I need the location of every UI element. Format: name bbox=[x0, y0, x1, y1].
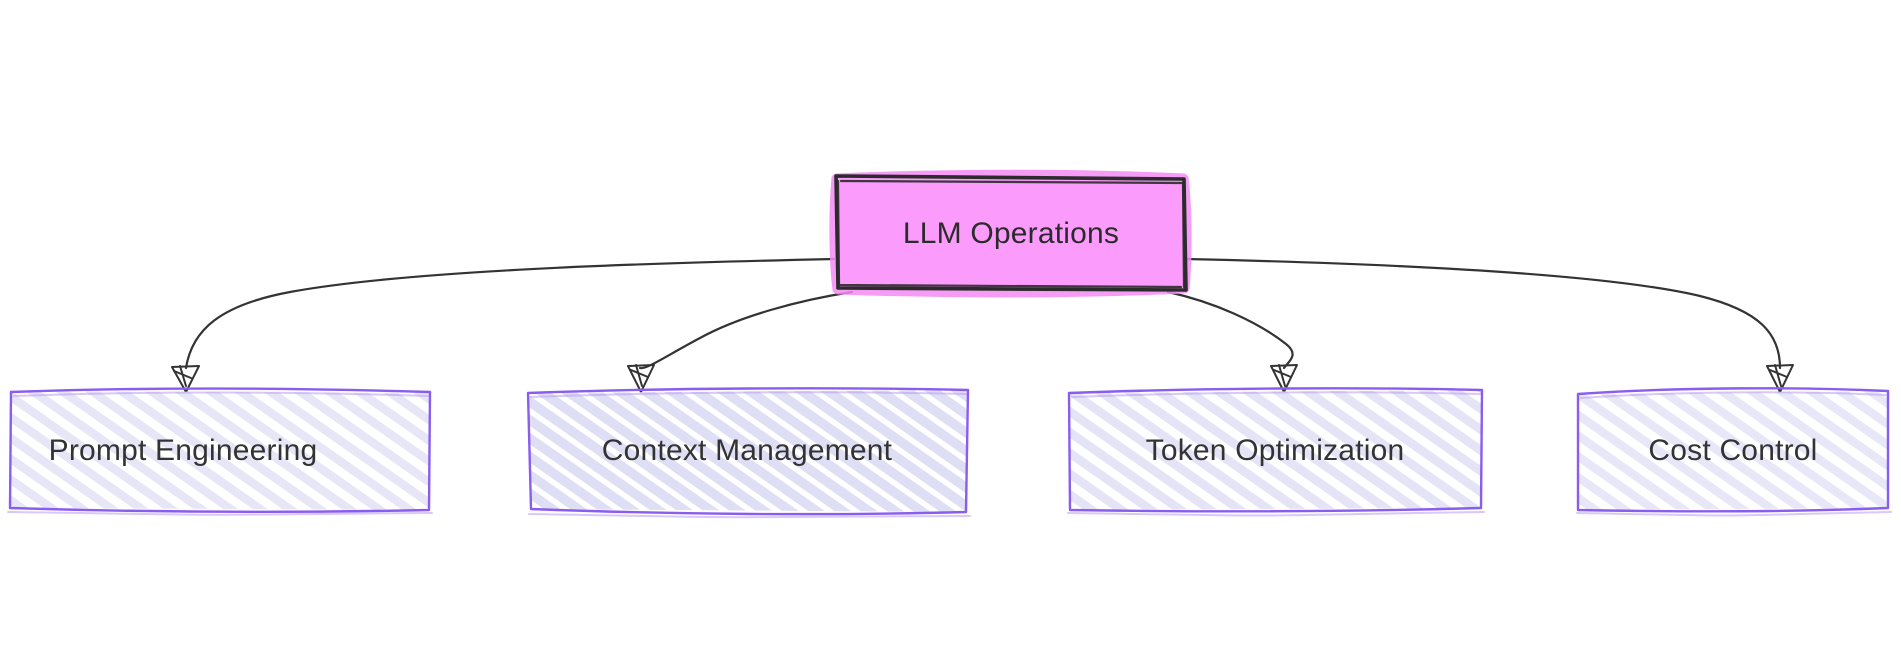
arrowhead-cost-control bbox=[1766, 364, 1794, 393]
node-prompt-engineering-label: Prompt Engineering bbox=[49, 434, 318, 467]
node-llm-operations-border bbox=[834, 174, 1188, 292]
node-cost-control-sketch-overlay bbox=[1576, 391, 1892, 517]
node-token-optimization-border bbox=[1067, 387, 1484, 513]
node-context-management-label: Context Management bbox=[602, 434, 893, 467]
node-prompt-engineering-fill bbox=[10, 391, 430, 510]
node-prompt-engineering-border bbox=[8, 387, 432, 513]
node-cost-control-border bbox=[1576, 387, 1890, 513]
node-prompt-engineering-sketch-overlay bbox=[7, 391, 433, 516]
node-llm-operations-border-overlay bbox=[836, 179, 1186, 289]
arrowhead-prompt-engineering bbox=[171, 365, 200, 393]
node-token-optimization-label: Token Optimization bbox=[1146, 434, 1405, 467]
node-context-management-border bbox=[526, 387, 970, 516]
edge-root-to-cost-control bbox=[1184, 257, 1794, 393]
node-cost-control-fill bbox=[1578, 391, 1888, 510]
edge-root-to-context-management bbox=[627, 290, 854, 393]
node-context-management-sketch-overlay bbox=[528, 391, 971, 519]
arrowhead-token-optimization bbox=[1270, 364, 1298, 393]
node-token-optimization-fill bbox=[1069, 390, 1482, 510]
node-llm-operations-fill bbox=[838, 178, 1184, 289]
node-llm-operations-label: LLM Operations bbox=[903, 217, 1119, 250]
edge-root-to-token-optimization bbox=[1166, 290, 1298, 393]
node-context-management-fill bbox=[528, 390, 968, 512]
node-llm-operations-glow bbox=[829, 169, 1192, 298]
node-token-optimization-sketch-overlay bbox=[1067, 391, 1485, 517]
edge-root-to-prompt-engineering bbox=[171, 257, 836, 393]
node-llm-operations[interactable]: LLM Operations bbox=[829, 169, 1192, 298]
node-prompt-engineering[interactable]: Prompt Engineering bbox=[7, 387, 433, 516]
node-context-management[interactable]: Context Management bbox=[526, 387, 971, 519]
node-cost-control-label: Cost Control bbox=[1648, 434, 1817, 467]
node-token-optimization[interactable]: Token Optimization bbox=[1067, 387, 1485, 517]
arrowhead-context-management bbox=[627, 364, 655, 393]
node-cost-control[interactable]: Cost Control bbox=[1576, 387, 1892, 517]
